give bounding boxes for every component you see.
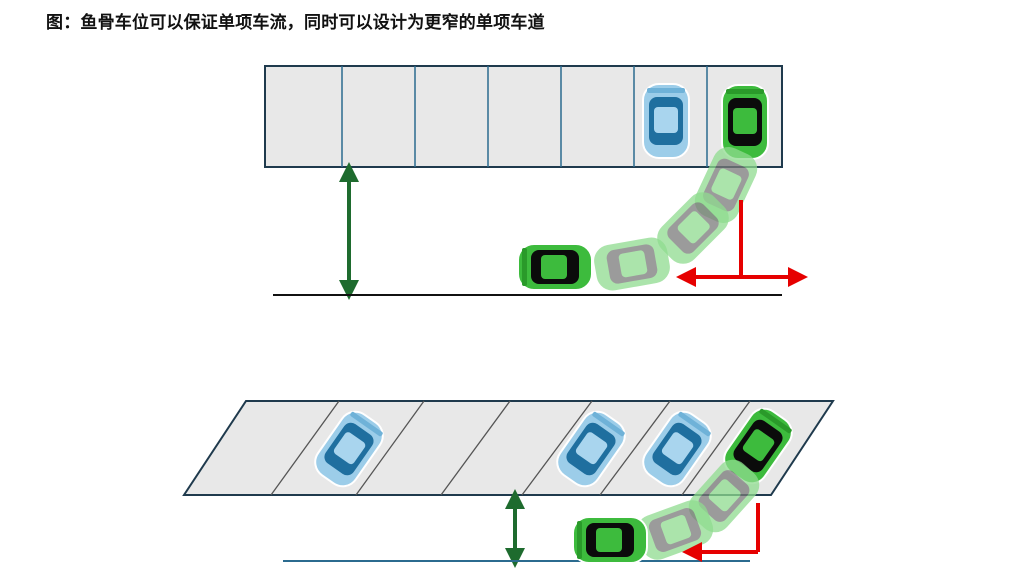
top-ghost-car-3 — [591, 234, 673, 294]
top-parking-lot — [264, 65, 783, 168]
bottom-direction-arrow — [682, 503, 760, 562]
top-scenario — [264, 65, 808, 300]
bottom-moving-green-car — [572, 516, 648, 564]
bottom-stall-dividers — [270, 400, 751, 496]
page-title: 图：鱼骨车位可以保证单项车流，同时可以设计为更窄的单项车道 — [46, 13, 545, 33]
top-direction-arrows — [676, 200, 808, 287]
top-moving-green-car — [517, 243, 593, 291]
top-parked-blue-car — [642, 83, 690, 159]
bottom-scenario — [182, 400, 835, 568]
top-stall-dividers — [341, 66, 708, 167]
